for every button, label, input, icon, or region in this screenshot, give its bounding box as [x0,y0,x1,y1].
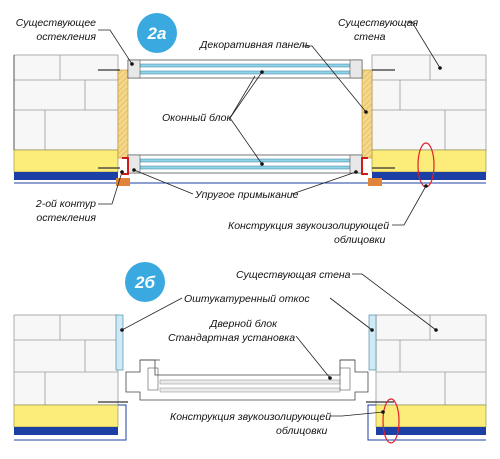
label-existing-glazing-2: остекления [36,31,96,43]
label-existing-wall-a-1: Существующая [338,17,419,29]
badge-2b [125,262,165,302]
red-profile-left [122,157,129,175]
left-wall-b [13,314,119,406]
label-decorative-panel: Декоративная панель [199,39,310,51]
door-block [125,359,369,401]
label-soundproof-b-1: Конструкция звукоизолирующей [170,411,331,423]
diagram-b: 2б Существующая стена Оштукатуренный отк… [13,262,487,444]
base-right-b [376,427,486,435]
insulation-left-b [13,404,119,428]
badge-2b-text: 2б [134,273,155,292]
label-existing-wall-a-2: стена [354,31,386,43]
right-wall-a [371,54,487,151]
label-second-glazing-1: 2-ой контур [35,198,96,210]
label-second-glazing-2: остекления [36,212,96,224]
label-window-block: Оконный блок [162,112,232,124]
label-soundproof-a-1: Конструкция звукоизолирующей [228,220,389,232]
badge-2a-text: 2а [147,24,167,43]
insulation-right-b [375,404,487,428]
label-door-block-2: Стандартная установка [168,332,295,344]
label-existing-glazing-1: Существующее [16,17,96,29]
diagram-a: 2а Существующее остекления Существующая … [13,13,487,246]
seal-left-a [116,178,130,186]
left-wall-a [13,54,119,151]
label-elastic-junction: Упругое примыкание [194,189,299,201]
label-existing-wall-b: Существующая стена [236,269,351,281]
label-soundproof-a-2: облицовки [334,234,386,246]
label-soundproof-b-2: облицовки [276,425,328,437]
badge-2a [137,13,177,53]
base-left-a [14,172,118,180]
base-left-b [14,427,118,435]
right-wall-b [375,314,487,406]
top-glazing-unit [127,59,363,79]
insulation-right-a [371,149,487,173]
label-door-block-1: Дверной блок [209,318,278,330]
insulation-left-a [13,149,119,173]
label-plastered-slope: Оштукатуренный откос [184,293,310,305]
base-right-a [372,172,486,180]
plastered-slope-right [368,314,377,371]
highlight-oval-b [382,398,400,444]
seal-right-a [368,178,382,186]
bottom-glazing-unit [127,154,363,174]
plastered-slope-left [115,314,124,371]
red-profile-right [361,157,368,175]
